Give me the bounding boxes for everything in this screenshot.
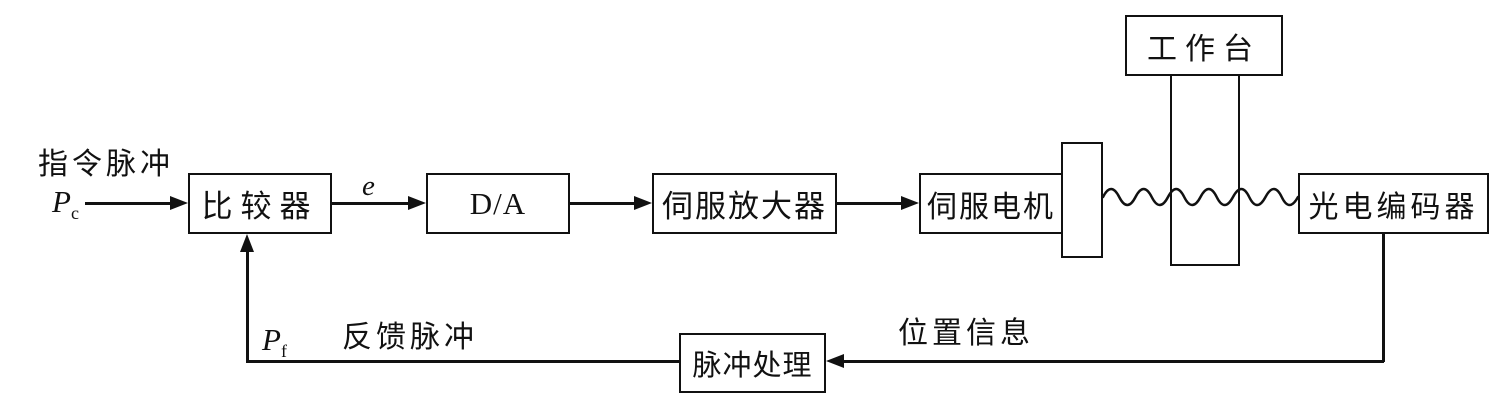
feedback-pulse-label: 反馈脉冲 — [342, 321, 478, 354]
command-pulse-label: 指令脉冲 — [38, 148, 174, 181]
feedback-up-arrowhead — [240, 234, 254, 252]
coupling-shape — [1061, 142, 1103, 258]
servo-motor-box: 伺服电机 — [919, 173, 1063, 234]
encoder-box: 光电编码器 — [1298, 173, 1489, 234]
comparator-box: 比较器 — [188, 173, 332, 234]
pc-symbol: Pc — [52, 184, 79, 223]
encoder-down-line — [1382, 234, 1385, 362]
pulse-processing-label: 脉冲处理 — [692, 350, 813, 382]
worktable-box: 工作台 — [1125, 15, 1283, 76]
command-pulse-arrowhead — [170, 196, 188, 210]
pulse-processing-box: 脉冲处理 — [679, 333, 826, 393]
servo-motor-label: 伺服电机 — [927, 190, 1055, 224]
error-symbol: e — [362, 170, 375, 202]
error-signal-arrowhead — [408, 196, 426, 210]
error-signal-line — [332, 202, 412, 205]
servo-amplifier-label: 伺服放大器 — [662, 189, 827, 224]
worktable-label: 工作台 — [1147, 32, 1261, 66]
da-converter-label: D/A — [469, 185, 527, 221]
feedback-up-line — [246, 250, 249, 362]
feedback-pulse-line — [246, 360, 679, 363]
ballscrew-wave-line — [1103, 187, 1298, 207]
amplifier-to-motor-line — [837, 202, 905, 205]
position-info-label: 位置信息 — [898, 317, 1034, 350]
comparator-label: 比较器 — [201, 189, 319, 224]
servo-amplifier-box: 伺服放大器 — [652, 173, 837, 234]
da-to-amplifier-line — [570, 202, 638, 205]
command-pulse-line — [85, 202, 175, 205]
position-info-line — [843, 360, 1384, 363]
da-to-amplifier-arrowhead — [634, 196, 652, 210]
amplifier-to-motor-arrowhead — [901, 196, 919, 210]
leadscrew-nut-shape — [1170, 74, 1240, 266]
encoder-label: 光电编码器 — [1308, 190, 1479, 224]
pf-symbol: Pf — [262, 322, 287, 361]
position-info-arrowhead — [826, 354, 844, 368]
da-converter-box: D/A — [426, 173, 570, 234]
